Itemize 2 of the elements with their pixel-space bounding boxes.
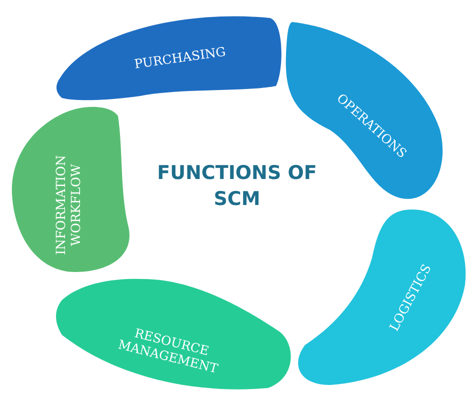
segment-label: INFORMATION WORKFLOW <box>53 154 83 257</box>
diagram-title: FUNCTIONS OF SCM <box>156 161 318 212</box>
